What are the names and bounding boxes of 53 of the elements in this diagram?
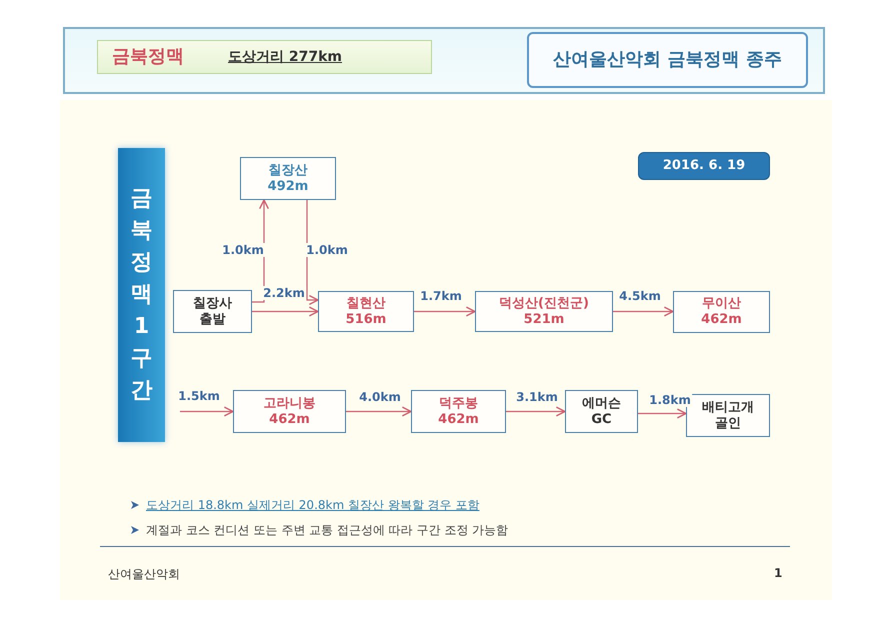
waypoint-name: 칠현산 (346, 296, 386, 312)
footer-text: 산여울산악회 (108, 566, 180, 583)
elevation: 521m (524, 312, 564, 328)
waypoint-name: 덕주봉 (439, 396, 478, 412)
edge-label: 1.8km (648, 393, 692, 407)
arrow (180, 406, 234, 417)
edge-label: 4.5km (618, 289, 662, 303)
waypoint-name: 고라니봉 (264, 396, 316, 412)
waypoint-name: 칠장산 (268, 162, 308, 178)
arrow (414, 306, 476, 317)
edge-label: 1.5km (177, 389, 221, 403)
waypoint-box (475, 291, 613, 332)
waypoint-box (673, 291, 770, 333)
section-band (118, 148, 165, 442)
club-title: 산여울산악회 금북정맥 종주 (553, 49, 782, 71)
note-text: 계절과 코스 컨디션 또는 주변 교통 접근성에 따라 구간 조정 가능함 (146, 522, 508, 539)
arrow (306, 200, 319, 306)
elevation: 462m (438, 412, 479, 428)
title-box (97, 40, 432, 74)
waypoint-name: 덕성산(진천군) (499, 296, 589, 312)
date-badge (638, 152, 770, 180)
edge-label: 1.0km (305, 243, 349, 257)
edge-label: 3.1km (515, 390, 559, 404)
waypoint-box (173, 290, 252, 333)
elevation: 462m (269, 412, 310, 428)
waypoint-box (240, 157, 336, 200)
arrow (346, 406, 412, 417)
scroll-banner (527, 32, 808, 88)
arrow (613, 306, 674, 317)
waypoint-box (411, 390, 506, 433)
arrow (252, 306, 319, 317)
waypoint-name: 에머슨 GC (581, 396, 622, 428)
arrow (506, 406, 566, 417)
edge-label: 4.0km (358, 390, 402, 404)
route-title: 금북정맥 (112, 46, 184, 68)
page-number: 1 (774, 566, 782, 580)
elevation: 516m (346, 312, 386, 328)
total-distance: 도상거리 277km (228, 48, 342, 66)
waypoint-name: 무이산 (702, 296, 741, 312)
elevation: 492m (268, 178, 308, 194)
note-text: 도상거리 18.8km 실제거리 20.8km 칠장산 왕복할 경우 포함 (146, 497, 480, 514)
edge-label: 1.7km (419, 289, 463, 303)
waypoint-box (565, 390, 638, 433)
waypoint-box (233, 390, 346, 433)
arrow (638, 408, 687, 419)
waypoint-box (318, 291, 414, 332)
elevation: 462m (701, 312, 742, 328)
waypoint-name: 배티고개 골인 (701, 400, 755, 432)
section-title: 금북정맥1구간 (130, 185, 152, 405)
date-text: 2016. 6. 19 (662, 158, 746, 174)
edge-label: 2.2km (262, 286, 306, 300)
edge-label: 1.0km (221, 243, 265, 257)
waypoint-name: 칠장사 출발 (192, 296, 233, 328)
